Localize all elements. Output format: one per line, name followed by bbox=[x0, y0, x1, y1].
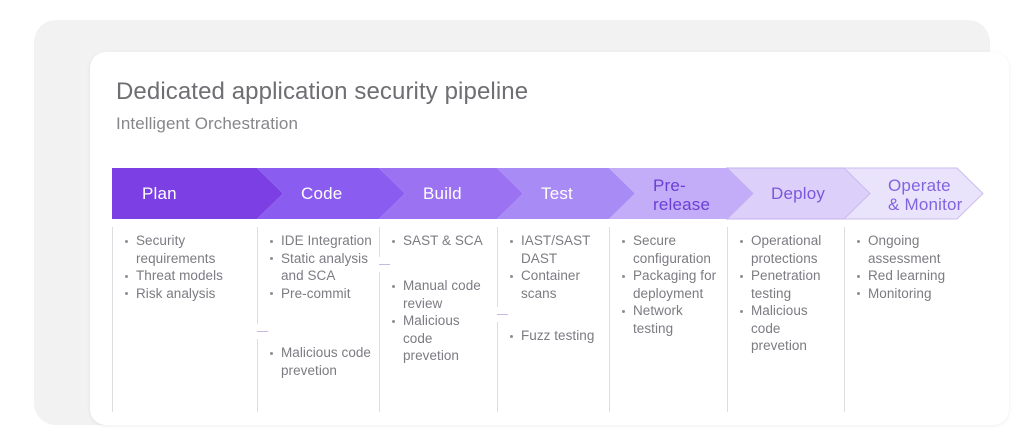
column-divider-lower bbox=[497, 322, 498, 412]
outer-panel: Dedicated application security pipeline … bbox=[34, 20, 1009, 425]
column-divider bbox=[609, 227, 610, 412]
chevron-stage-pre-release[interactable] bbox=[609, 168, 753, 219]
bullet-item: Red learning bbox=[855, 267, 950, 285]
column-group-separator-tick bbox=[497, 314, 508, 315]
bullet-item: Manual code review bbox=[390, 277, 490, 312]
chevron-stage-operate-monitor[interactable] bbox=[842, 167, 984, 220]
bullet-list: Malicious code prevetion bbox=[268, 344, 372, 379]
column-divider bbox=[112, 227, 113, 412]
bullet-list: SAST & SCA bbox=[390, 232, 490, 250]
column-divider-upper bbox=[257, 227, 258, 324]
bullet-item: Ongoing assessment bbox=[855, 232, 950, 267]
chevron-stage-test[interactable] bbox=[497, 168, 635, 219]
bullet-item: Secure configuration bbox=[620, 232, 720, 267]
bullet-item: Static analysis and SCA bbox=[268, 250, 372, 285]
bullet-item: Threat models bbox=[123, 267, 250, 285]
bullet-item: Malicious code prevetion bbox=[268, 344, 372, 379]
chevron-shapes bbox=[112, 167, 984, 220]
bullet-group: Fuzz testing bbox=[508, 327, 602, 345]
chevron-stage-plan[interactable] bbox=[112, 168, 283, 219]
bullet-item: Pre-commit bbox=[268, 285, 372, 303]
bullet-item: IAST/SAST DAST bbox=[508, 232, 602, 267]
column-divider bbox=[727, 227, 728, 412]
bullet-item: Container scans bbox=[508, 267, 602, 302]
page-subtitle: Intelligent Orchestration bbox=[116, 114, 299, 133]
bullet-item: Penetration testing bbox=[738, 267, 837, 302]
bullet-item: Packaging for deployment bbox=[620, 267, 720, 302]
column-divider-lower bbox=[379, 272, 380, 412]
bullet-item: Monitoring bbox=[855, 285, 950, 303]
chevron-stage-build[interactable] bbox=[379, 168, 523, 219]
column-group-separator-tick bbox=[257, 331, 268, 332]
bullet-item: Malicious code prevetion bbox=[738, 302, 837, 355]
bullet-item: Operational protections bbox=[738, 232, 837, 267]
bullet-item: Risk analysis bbox=[123, 285, 250, 303]
bullet-item: Security requirements bbox=[123, 232, 250, 267]
slide-card: Dedicated application security pipeline … bbox=[90, 52, 1009, 425]
bullet-item: SAST & SCA bbox=[390, 232, 490, 250]
bullet-item: IDE Integration bbox=[268, 232, 372, 250]
page-title: Dedicated application security pipeline bbox=[116, 78, 529, 105]
bullet-list: Fuzz testing bbox=[508, 327, 602, 345]
column-divider bbox=[844, 227, 845, 412]
bullet-item: Malicious code prevetion bbox=[390, 312, 490, 365]
bullet-item: Fuzz testing bbox=[508, 327, 602, 345]
column-group-separator-tick bbox=[379, 264, 390, 265]
bullet-group: SAST & SCA bbox=[390, 232, 490, 250]
column-divider-upper bbox=[379, 227, 380, 257]
column-divider-upper bbox=[497, 227, 498, 307]
chevron-stage-code[interactable] bbox=[257, 168, 405, 219]
bullet-group: Malicious code prevetion bbox=[268, 344, 372, 379]
column-divider-lower bbox=[257, 339, 258, 412]
bullet-item: Network testing bbox=[620, 302, 720, 337]
